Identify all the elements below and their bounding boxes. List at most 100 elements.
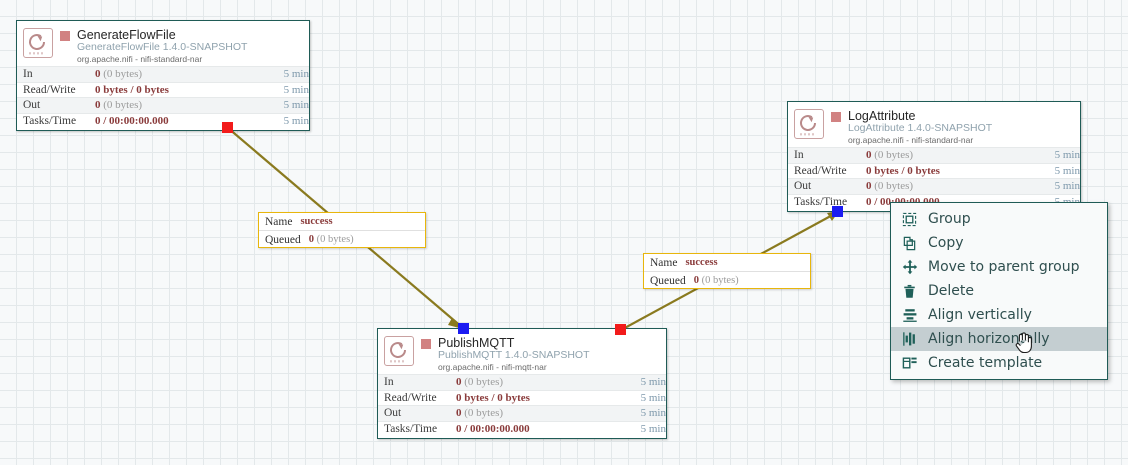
processor-stats-table: In 0 (0 bytes) 5 min Read/Write 0 bytes … [788, 147, 1080, 210]
context-menu-label: Align vertically [928, 307, 1032, 323]
processor-stats-table: In 0 (0 bytes) 5 min Read/Write 0 bytes … [17, 66, 309, 129]
connection-queued-row: Queued 0 (0 bytes) [259, 231, 425, 248]
stats-row-readwrite: Read/Write 0 bytes / 0 bytes 5 min [788, 162, 1080, 179]
stat-value-readwrite: 0 bytes / 0 bytes [860, 162, 1026, 179]
processor-type: PublishMQTT 1.4.0-SNAPSHOT [438, 349, 590, 361]
stat-label-taskstime: Tasks/Time [17, 112, 89, 129]
connection-destination-endpoint-logattribute[interactable] [832, 206, 843, 217]
processor-type: GenerateFlowFile 1.4.0-SNAPSHOT [77, 41, 248, 53]
stat-label-in: In [788, 147, 860, 163]
stats-row-taskstime: Tasks/Time 0 / 00:00:00.000 5 min [17, 112, 309, 129]
stat-time-taskstime: 5 min [612, 420, 666, 437]
connection-queued-value: 0 (0 bytes) [693, 275, 739, 286]
processor-name: GenerateFlowFile [77, 28, 176, 42]
context-menu-item-align-vertically[interactable]: Align vertically [891, 303, 1107, 327]
stat-time-out: 5 min [255, 97, 309, 113]
stats-row-out: Out 0 (0 bytes) 5 min [788, 178, 1080, 194]
stats-row-out: Out 0 (0 bytes) 5 min [378, 405, 666, 421]
stats-row-readwrite: Read/Write 0 bytes / 0 bytes 5 min [17, 81, 309, 98]
stat-label-out: Out [378, 405, 450, 421]
stats-row-in: In 0 (0 bytes) 5 min [378, 374, 666, 390]
stat-label-taskstime: Tasks/Time [788, 193, 860, 210]
context-menu-label: Align horizontally [928, 331, 1050, 347]
context-menu-item-group[interactable]: Group [891, 207, 1107, 231]
stat-label-out: Out [17, 97, 89, 113]
processor-cycle-icon [23, 28, 53, 58]
stats-row-in: In 0 (0 bytes) 5 min [788, 147, 1080, 163]
stat-label-out: Out [788, 178, 860, 194]
processor-bundle: org.apache.nifi - nifi-mqtt-nar [438, 361, 547, 372]
stats-row-out: Out 0 (0 bytes) 5 min [17, 97, 309, 113]
context-menu-label: Move to parent group [928, 259, 1080, 275]
canvas-context-menu[interactable]: Group Copy Move to parent group [890, 202, 1108, 380]
processor-bundle: org.apache.nifi - nifi-standard-nar [77, 53, 203, 64]
processor-header: PublishMQTT PublishMQTT 1.4.0-SNAPSHOT o… [378, 329, 666, 374]
connection-name-value: success [685, 257, 718, 268]
template-icon [901, 355, 918, 372]
connection-queued-row: Queued 0 (0 bytes) [644, 272, 810, 289]
connection-source-endpoint-generateflowfile[interactable] [222, 122, 233, 133]
stats-row-in: In 0 (0 bytes) 5 min [17, 66, 309, 82]
processor-generateflowfile[interactable]: GenerateFlowFile GenerateFlowFile 1.4.0-… [16, 20, 310, 131]
context-menu-label: Copy [928, 235, 964, 251]
stat-value-readwrite: 0 bytes / 0 bytes [450, 389, 612, 406]
processor-bundle: org.apache.nifi - nifi-standard-nar [848, 134, 974, 145]
stat-label-taskstime: Tasks/Time [378, 420, 450, 437]
stat-time-readwrite: 5 min [1026, 162, 1080, 179]
stat-value-out: 0 (0 bytes) [89, 97, 255, 113]
connection-queued-key: Queued [265, 233, 301, 246]
context-menu-label: Group [928, 211, 971, 227]
connection-queued-value: 0 (0 bytes) [308, 234, 354, 245]
context-menu-item-copy[interactable]: Copy [891, 231, 1107, 255]
run-status-indicator [60, 31, 70, 41]
stats-row-readwrite: Read/Write 0 bytes / 0 bytes 5 min [378, 389, 666, 406]
processor-logattribute[interactable]: LogAttribute LogAttribute 1.4.0-SNAPSHOT… [787, 101, 1081, 212]
align-vertical-icon [901, 307, 918, 324]
processor-type: LogAttribute 1.4.0-SNAPSHOT [848, 122, 993, 134]
run-status-indicator [421, 339, 431, 349]
connection-name-key: Name [265, 215, 293, 228]
stat-value-taskstime: 0 / 00:00:00.000 [450, 420, 612, 437]
processor-cycle-icon [384, 336, 414, 366]
group-icon [901, 211, 918, 228]
processor-publishmqtt[interactable]: PublishMQTT PublishMQTT 1.4.0-SNAPSHOT o… [377, 328, 667, 439]
context-menu-label: Create template [928, 355, 1043, 371]
connection-name-row: Name success [644, 254, 810, 272]
processor-name: LogAttribute [848, 109, 916, 123]
stat-value-in: 0 (0 bytes) [450, 374, 612, 390]
connection-queued-key: Queued [650, 274, 686, 287]
context-menu-item-create-template[interactable]: Create template [891, 351, 1107, 375]
context-menu-item-move-parent-group[interactable]: Move to parent group [891, 255, 1107, 279]
stat-value-taskstime: 0 / 00:00:00.000 [89, 112, 255, 129]
stats-row-taskstime: Tasks/Time 0 / 00:00:00.000 5 min [378, 420, 666, 437]
processor-header: LogAttribute LogAttribute 1.4.0-SNAPSHOT… [788, 102, 1080, 147]
connection-label-generateflowfile-publishmqtt[interactable]: Name success Queued 0 (0 bytes) [258, 212, 426, 248]
stat-time-in: 5 min [612, 374, 666, 390]
stat-time-taskstime: 5 min [255, 112, 309, 129]
context-menu-item-align-horizontally[interactable]: Align horizontally [891, 327, 1107, 351]
connection-label-publishmqtt-logattribute[interactable]: Name success Queued 0 (0 bytes) [643, 253, 811, 289]
stat-label-in: In [17, 66, 89, 82]
stat-time-in: 5 min [1026, 147, 1080, 163]
align-horizontal-icon [901, 331, 918, 348]
connection-name-value: success [300, 216, 333, 227]
processor-stats-table: In 0 (0 bytes) 5 min Read/Write 0 bytes … [378, 374, 666, 437]
processor-header: GenerateFlowFile GenerateFlowFile 1.4.0-… [17, 21, 309, 66]
stat-time-in: 5 min [255, 66, 309, 82]
stat-label-readwrite: Read/Write [378, 389, 450, 406]
trash-icon [901, 283, 918, 300]
connection-destination-endpoint-publishmqtt[interactable] [458, 323, 469, 334]
copy-icon [901, 235, 918, 252]
run-status-indicator [831, 112, 841, 122]
stat-label-readwrite: Read/Write [17, 81, 89, 98]
stat-time-out: 5 min [1026, 178, 1080, 194]
context-menu-label: Delete [928, 283, 974, 299]
context-menu-item-delete[interactable]: Delete [891, 279, 1107, 303]
stat-label-in: In [378, 374, 450, 390]
stat-time-readwrite: 5 min [255, 81, 309, 98]
connection-name-key: Name [650, 256, 678, 269]
connection-source-endpoint-publishmqtt[interactable] [615, 324, 626, 335]
stat-value-readwrite: 0 bytes / 0 bytes [89, 81, 255, 98]
stat-time-out: 5 min [612, 405, 666, 421]
